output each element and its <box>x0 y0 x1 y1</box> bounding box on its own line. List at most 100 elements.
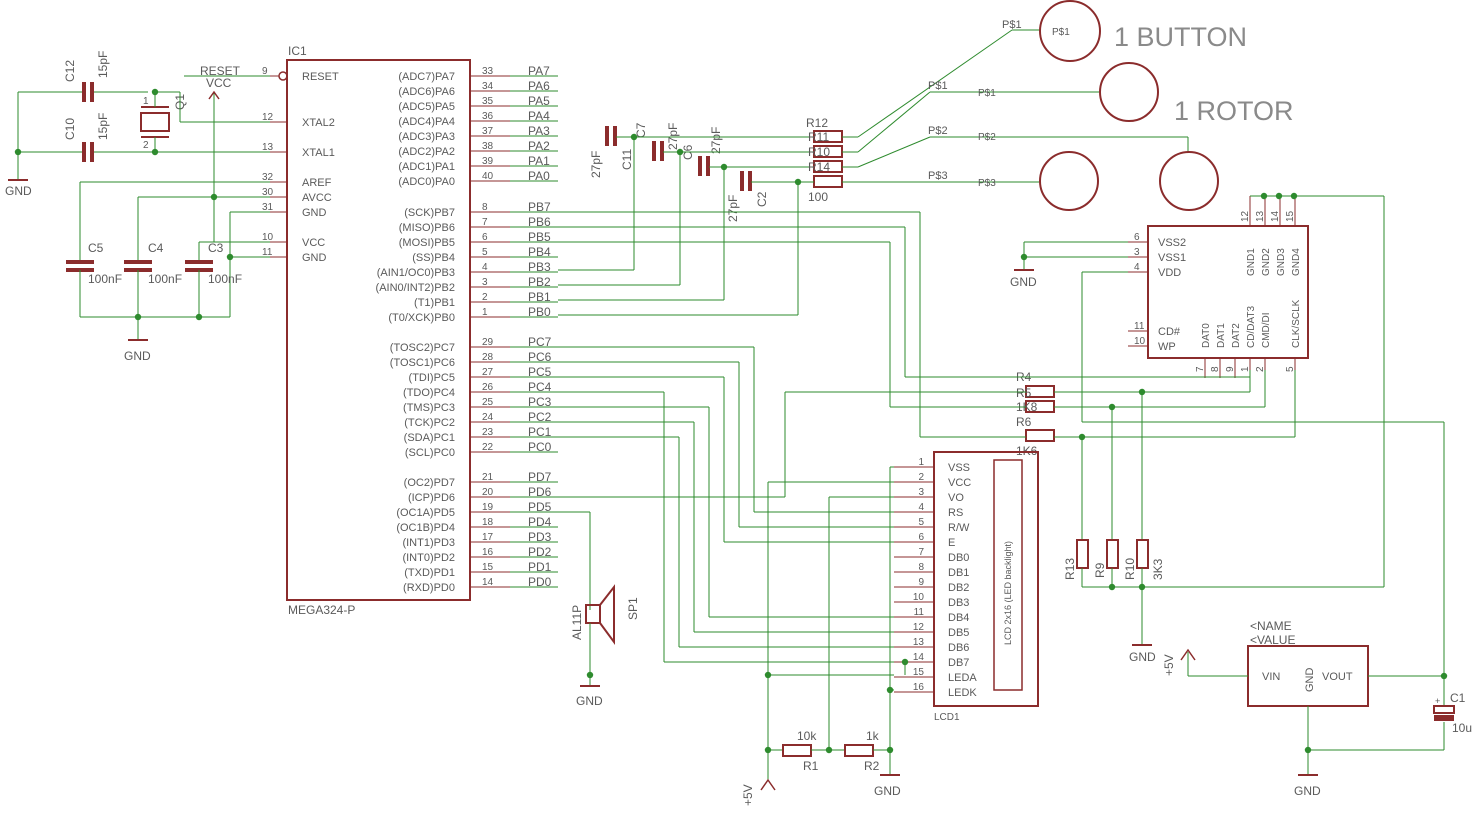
mcu-pin-num: 11 <box>262 247 273 258</box>
net-label: PD0 <box>528 575 552 589</box>
mcu-pin-name: (TCK)PC2 <box>404 417 455 429</box>
net-label: PB5 <box>528 230 551 244</box>
mcu-pin-name: (ADC3)PA3 <box>398 131 455 143</box>
lcd-title: LCD 2x16 (LED backlight) <box>1003 541 1013 645</box>
sd-pin-num: 12 <box>1240 210 1251 222</box>
regulator: <NAME <VALUE VIN GND VOUT +5V + C1 10u G… <box>1162 422 1472 798</box>
mcu-pin-name: (SDA)PC1 <box>404 432 455 444</box>
ps3-label: P$3 <box>928 170 948 182</box>
mcu-pin-name: GND <box>302 252 327 264</box>
p5v-label-reg: +5V <box>1162 654 1176 676</box>
sp1-ref: SP1 <box>626 597 640 620</box>
mcu-pin-name: (AIN0/INT2)PB2 <box>376 282 455 294</box>
r12-ref: R12 <box>806 116 828 130</box>
lcd-pin-num: 16 <box>913 682 925 693</box>
mcu-pin-num: 2 <box>482 292 488 303</box>
mcu-pin-name: (INT0)PD2 <box>402 552 455 564</box>
lcd-pin-name: DB0 <box>948 552 969 564</box>
mcu-pin-name: (TXD)PD1 <box>404 567 455 579</box>
mcu-pin-num: 7 <box>482 217 488 228</box>
p5v-label-bottom: +5V <box>741 784 755 806</box>
sd-pin-name: VDD <box>1158 267 1181 279</box>
ps3-inline: P$3 <box>978 178 996 189</box>
c4-ref: C4 <box>148 241 164 255</box>
gnd-label-sp: GND <box>576 694 603 708</box>
sd-pin-name: GND3 <box>1276 248 1287 276</box>
mcu-pin-name: VCC <box>302 237 325 249</box>
lcd-pin-num: 2 <box>918 472 924 483</box>
lcd-pin-name: DB5 <box>948 627 969 639</box>
sd-pin-name: DAT2 <box>1231 323 1242 348</box>
sd-pin-num: 3 <box>1134 247 1140 258</box>
mcu-pin-name: XTAL2 <box>302 117 335 129</box>
mcu-pin-name: RESET <box>302 71 339 83</box>
net-label: PC5 <box>528 365 552 379</box>
sd-pin-name: CLK/SCLK <box>1291 299 1302 348</box>
sd-pin-name: CD# <box>1158 326 1181 338</box>
mcu-pin-name: (SCL)PC0 <box>405 447 455 459</box>
c4-value: 100nF <box>148 272 182 286</box>
lcd-pin-name: LEDA <box>948 672 977 684</box>
rotor-pads: P$1 P$1 1 ROTOR P$2 P$2 P$3 P$3 <box>928 62 1294 211</box>
net-label: PA4 <box>528 109 550 123</box>
mcu-pin-num: 23 <box>482 427 494 438</box>
c12-ref: C12 <box>63 60 77 82</box>
lcd-pin-num: 9 <box>918 577 924 588</box>
sp1-part: AL11P <box>570 605 584 640</box>
lcd-pin-name: LEDK <box>948 687 977 699</box>
sd-pin-num: 13 <box>1255 210 1266 222</box>
sd-pin-name: GND4 <box>1291 248 1302 276</box>
net-label: PC1 <box>528 425 552 439</box>
mcu-pin-name: (OC1B)PD4 <box>396 522 455 534</box>
mcu-pin-name: GND <box>302 207 327 219</box>
r5-ref: R5 <box>1016 386 1032 400</box>
mcu-pin-num: 1 <box>482 307 488 318</box>
c11-ref: C11 <box>620 149 634 170</box>
mcu-pin-num: 6 <box>482 232 488 243</box>
c11-value: 27pF <box>589 151 603 178</box>
lcd-pin-num: 11 <box>914 607 925 618</box>
mcu-pin-num: 33 <box>482 66 494 77</box>
net-label: PB4 <box>528 245 551 259</box>
net-label: PA5 <box>528 94 550 108</box>
c7-value: 27pF <box>666 123 680 150</box>
lcd-pin-name: R/W <box>948 522 970 534</box>
lcd-pin-name: DB2 <box>948 582 969 594</box>
mcu-pin-num: 22 <box>482 442 494 453</box>
sd-pin-name: DAT0 <box>1201 323 1212 348</box>
sd-pin-name: VSS2 <box>1158 237 1186 249</box>
pa-capacitors: 27pF C11 C7 27pF C6 27pF 27pF C2 <box>589 122 802 315</box>
mcu-pin-num: 36 <box>482 111 494 122</box>
mcu-pin-name: (ADC6)PA6 <box>398 86 455 98</box>
lcd-pin-name: DB7 <box>948 657 969 669</box>
net-label: PD2 <box>528 545 552 559</box>
net-label: PC3 <box>528 395 552 409</box>
net-label: PD4 <box>528 515 552 529</box>
mcu-pin-num: 9 <box>262 66 268 77</box>
mcu-pin-num: 32 <box>262 172 274 183</box>
net-label: PD7 <box>528 470 552 484</box>
r11-ref: R11 <box>808 130 829 144</box>
net-label: PB2 <box>528 275 551 289</box>
mcu-pin-num: 25 <box>482 397 494 408</box>
mcu-pin-num: 16 <box>482 547 494 558</box>
sd-pin-num: 6 <box>1134 232 1140 243</box>
mcu-pin-name: (AIN1/OC0)PB3 <box>377 267 455 279</box>
ps1-pad-label: P$1 <box>1052 27 1070 38</box>
mcu-pin-num: 37 <box>482 126 494 137</box>
mcu-pin-num: 10 <box>262 232 274 243</box>
sd-pin-name: GND1 <box>1246 248 1257 276</box>
r1-value: 10k <box>797 729 817 743</box>
one-rotor-label: 1 ROTOR <box>1174 96 1294 126</box>
mcu-pin-name: AVCC <box>302 192 332 204</box>
mcu-ref: IC1 <box>288 44 307 58</box>
button-pad: P$1 P$1 1 BUTTON <box>1002 0 1247 62</box>
net-label: PD1 <box>528 560 552 574</box>
sd-pin-name: CMD/DI <box>1261 312 1272 348</box>
ps1-rotor-inline: P$1 <box>978 88 996 99</box>
net-label: PA6 <box>528 79 550 93</box>
lcd-pin-num: 8 <box>918 562 924 573</box>
mcu-pin-num: 19 <box>482 502 494 513</box>
